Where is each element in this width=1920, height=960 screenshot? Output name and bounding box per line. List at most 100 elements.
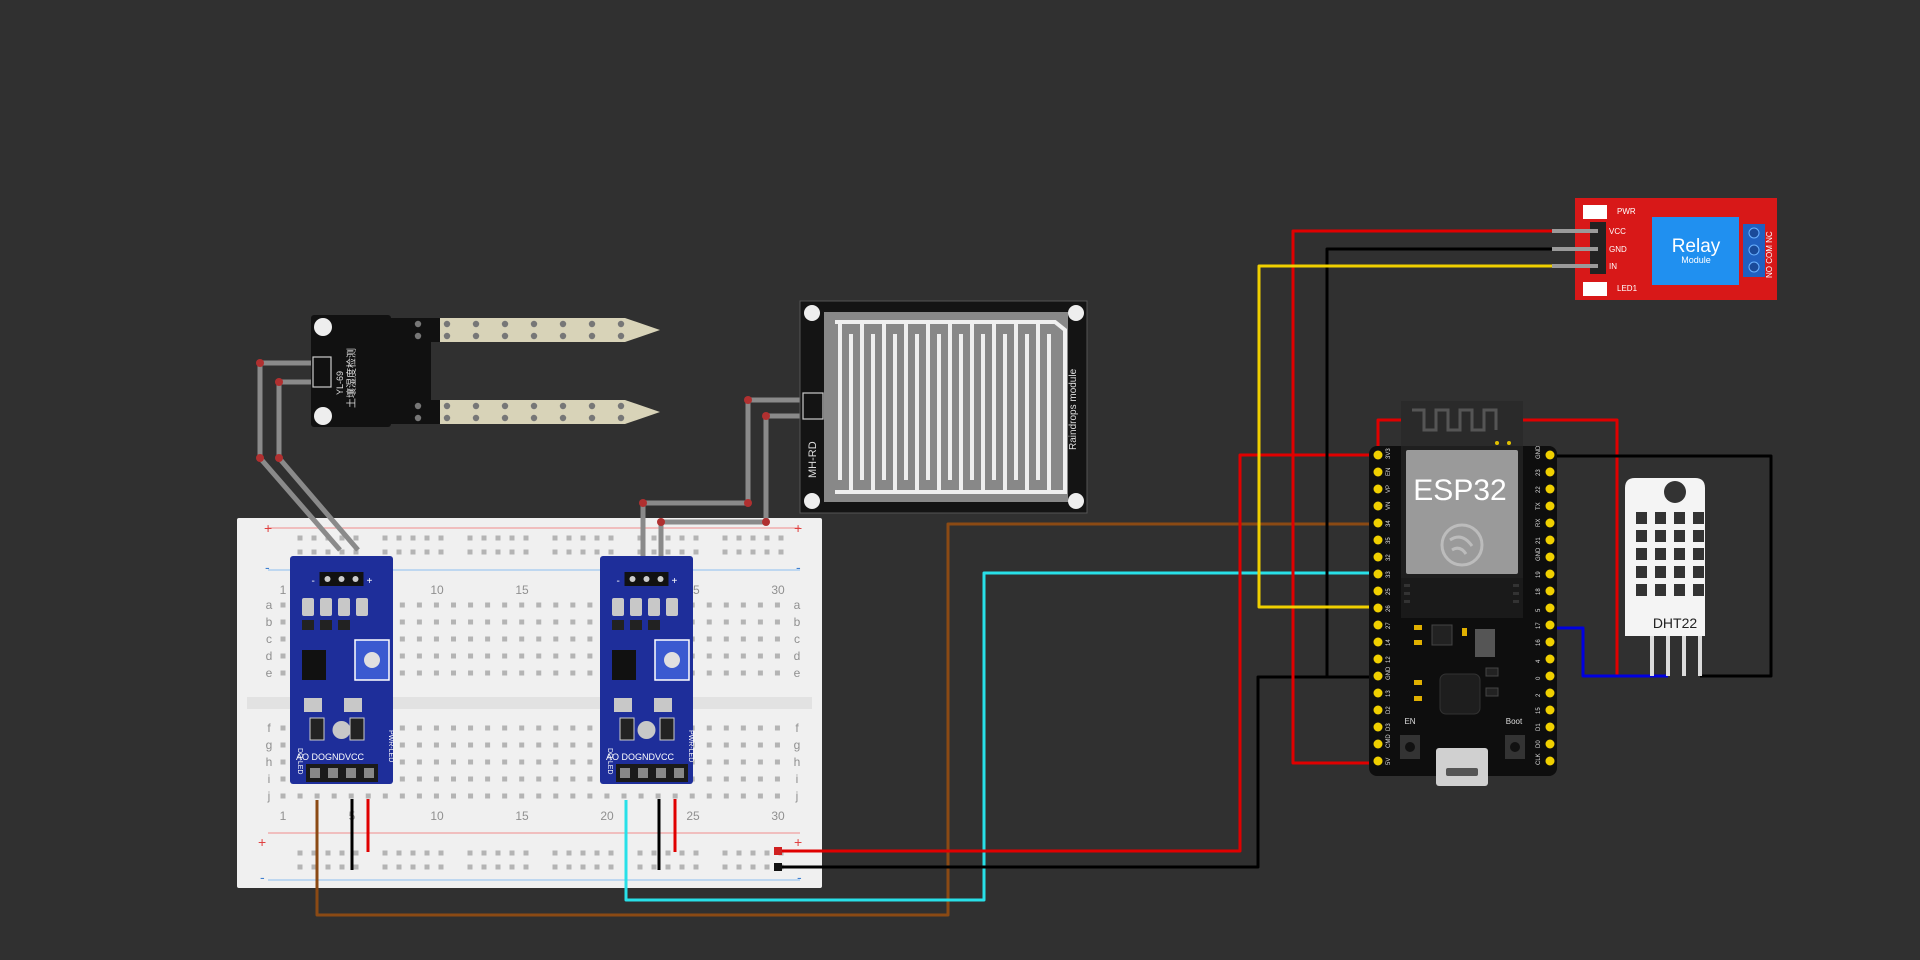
dht22-vent bbox=[1636, 548, 1647, 560]
esp32-pin-right[interactable] bbox=[1545, 535, 1555, 545]
module-bottom-header bbox=[616, 764, 688, 782]
breadboard-hole bbox=[280, 602, 286, 608]
wire-cyan-rain-ao[interactable] bbox=[624, 571, 1378, 902]
dht22-vent bbox=[1655, 584, 1666, 596]
esp32-pin-left[interactable] bbox=[1373, 552, 1383, 562]
esp32-pin-right[interactable] bbox=[1545, 654, 1555, 664]
breadboard-hole bbox=[553, 776, 559, 782]
comparator-ic bbox=[612, 650, 636, 680]
esp32-pin-right[interactable] bbox=[1545, 518, 1555, 528]
row-letter: b bbox=[266, 615, 273, 629]
soil-moisture-probe[interactable]: 土壤湿度检测 YL-69 bbox=[311, 315, 660, 427]
esp32-pin-label-right: GND bbox=[1536, 547, 1542, 561]
raindrops-sensor[interactable]: MH-RD Raindrops module bbox=[799, 300, 1088, 514]
breadboard-hole bbox=[723, 759, 729, 765]
header-pin bbox=[310, 768, 320, 778]
breadboard-hole bbox=[519, 759, 525, 765]
esp32-pin-right[interactable] bbox=[1545, 467, 1555, 477]
esp32-pin-left[interactable] bbox=[1373, 671, 1383, 681]
wire-yellow-relay-in[interactable] bbox=[1257, 264, 1555, 609]
probe-pad bbox=[530, 414, 538, 422]
breadboard-hole bbox=[553, 793, 559, 799]
esp32-pin-right[interactable] bbox=[1545, 739, 1555, 749]
rail-hole bbox=[679, 850, 685, 856]
wire-red-relay-vcc[interactable] bbox=[1291, 229, 1555, 765]
esp32-pin-left[interactable] bbox=[1373, 586, 1383, 596]
esp32-pin-left[interactable] bbox=[1373, 467, 1383, 477]
esp32-pin-right[interactable] bbox=[1545, 603, 1555, 613]
wire-brown-soil-ao[interactable] bbox=[315, 522, 1378, 917]
esp32-pin-right[interactable] bbox=[1545, 671, 1555, 681]
espressif-logo-icon bbox=[1440, 523, 1484, 567]
rail-hole bbox=[637, 850, 643, 856]
wire-black-dht-gnd[interactable] bbox=[1550, 454, 1773, 678]
module-pin-labels: AO DOGNDVCC bbox=[296, 752, 365, 762]
esp32-pin-right[interactable] bbox=[1545, 501, 1555, 511]
esp32-pin-right[interactable] bbox=[1545, 569, 1555, 579]
dht22-vent bbox=[1693, 512, 1704, 524]
esp32-pin-label-left: 12 bbox=[1386, 656, 1392, 663]
esp32-pin-right[interactable] bbox=[1545, 586, 1555, 596]
esp32-pin-left[interactable] bbox=[1373, 569, 1383, 579]
breadboard-hole bbox=[774, 759, 780, 765]
esp32-pin-left[interactable] bbox=[1373, 620, 1383, 630]
probe-pad bbox=[414, 320, 422, 328]
probe-pad bbox=[588, 402, 596, 410]
breadboard-hole bbox=[502, 742, 508, 748]
esp32-pin-left[interactable] bbox=[1373, 535, 1383, 545]
rail-hole bbox=[353, 850, 359, 856]
wire-red-power[interactable] bbox=[776, 453, 1378, 853]
breadboard-hole bbox=[536, 742, 542, 748]
esp32-pin-right[interactable] bbox=[1545, 620, 1555, 630]
esp32-pin-left[interactable] bbox=[1373, 756, 1383, 766]
breadboard-hole bbox=[485, 619, 491, 625]
dht22-vent bbox=[1674, 512, 1685, 524]
col-num: 10 bbox=[430, 583, 444, 597]
rail-hole bbox=[297, 864, 303, 870]
esp32-pin-right[interactable] bbox=[1545, 722, 1555, 732]
wire-black-ground[interactable] bbox=[776, 675, 1378, 869]
relay-module[interactable]: Relay Module NO COM NC PWR LED1 VCC GND … bbox=[1552, 198, 1777, 300]
esp32-pin-right[interactable] bbox=[1545, 552, 1555, 562]
esp32-pin-left[interactable] bbox=[1373, 705, 1383, 715]
breadboard-hole bbox=[706, 759, 712, 765]
breadboard-hole bbox=[587, 776, 593, 782]
esp32-pin-right[interactable] bbox=[1545, 450, 1555, 460]
esp32-title: ESP32 bbox=[1413, 474, 1506, 507]
potentiometer-knob[interactable] bbox=[364, 652, 380, 668]
breadboard-hole bbox=[382, 793, 388, 799]
usb-port[interactable] bbox=[1436, 748, 1488, 786]
esp32-pin-right[interactable] bbox=[1545, 705, 1555, 715]
soil-probe-pads bbox=[414, 320, 625, 422]
dht22-pins[interactable] bbox=[1650, 636, 1702, 676]
esp32-pin-left[interactable] bbox=[1373, 722, 1383, 732]
esp32-pin-left[interactable] bbox=[1373, 688, 1383, 698]
dht22-sensor[interactable]: DHT22 bbox=[1625, 478, 1705, 676]
wire-black-relay-gnd[interactable] bbox=[1325, 247, 1555, 679]
esp32-pin-left[interactable] bbox=[1373, 654, 1383, 664]
esp32-pin-left[interactable] bbox=[1373, 484, 1383, 494]
header-pin bbox=[638, 768, 648, 778]
esp32-pin-left[interactable] bbox=[1373, 637, 1383, 647]
esp32-pin-right[interactable] bbox=[1545, 756, 1555, 766]
breadboard-hole bbox=[723, 776, 729, 782]
esp32-pin-left[interactable] bbox=[1373, 501, 1383, 511]
potentiometer-knob[interactable] bbox=[664, 652, 680, 668]
esp32-pin-right[interactable] bbox=[1545, 688, 1555, 698]
esp32-pin-left[interactable] bbox=[1373, 603, 1383, 613]
esp32-pin-left[interactable] bbox=[1373, 739, 1383, 749]
esp32-pin-right[interactable] bbox=[1545, 484, 1555, 494]
breadboard-hole bbox=[536, 670, 542, 676]
rail-hole bbox=[651, 535, 657, 541]
rail-hole bbox=[438, 850, 444, 856]
esp32-pin-label-right: RX bbox=[1536, 519, 1542, 527]
probe-pad bbox=[501, 320, 509, 328]
probe-pad bbox=[588, 332, 596, 340]
esp32-pin-right[interactable] bbox=[1545, 637, 1555, 647]
esp32-pin-left[interactable] bbox=[1373, 518, 1383, 528]
soil-sensor-ribbon[interactable] bbox=[257, 360, 360, 552]
esp32-pin-left[interactable] bbox=[1373, 450, 1383, 460]
